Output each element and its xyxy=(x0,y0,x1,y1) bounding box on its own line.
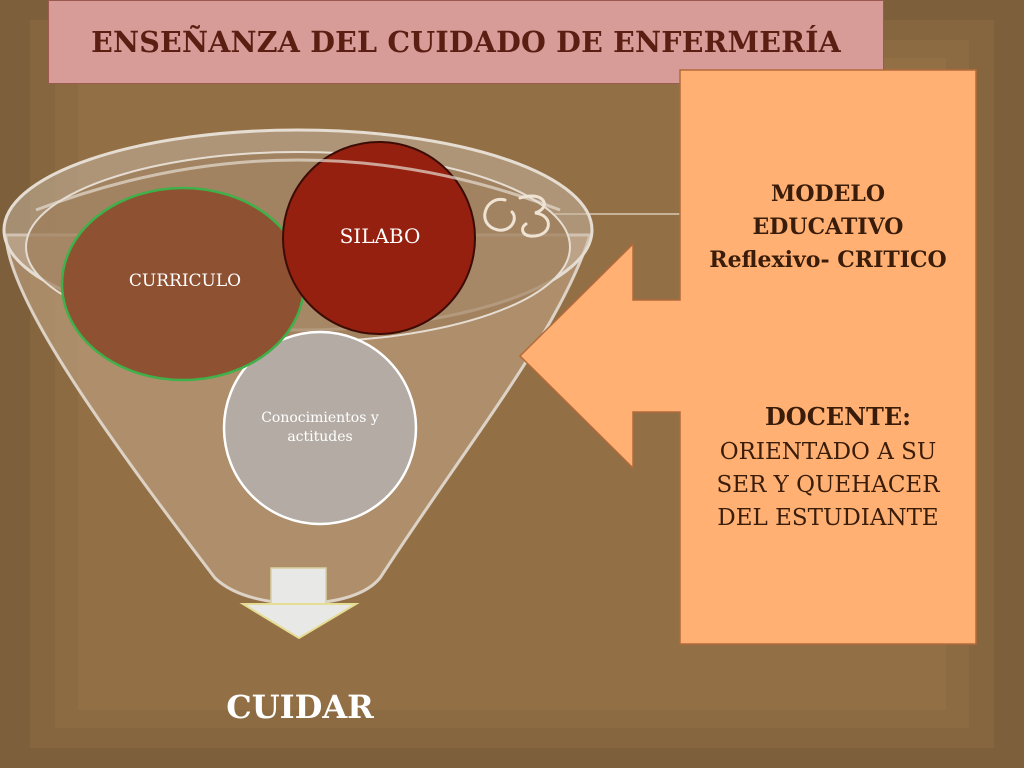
docente-line-2: SER Y QUEHACER xyxy=(716,472,940,498)
modelo-line-2: EDUCATIVO xyxy=(752,214,904,240)
modelo-line-3: Reflexivo- CRITICO xyxy=(709,247,947,273)
modelo-line-1: MODELO xyxy=(771,181,885,207)
conocimientos-circle xyxy=(222,330,418,526)
docente-line-3: DEL ESTUDIANTE xyxy=(717,505,939,531)
callout-arrow-box xyxy=(518,69,977,645)
slide-title: ENSEÑANZA DEL CUIDADO DE ENFERMERÍA xyxy=(91,25,841,59)
rim-highlight xyxy=(35,158,561,212)
silabo-circle xyxy=(282,141,476,335)
output-arrow-icon xyxy=(239,567,360,640)
docente-line-1: ORIENTADO A SU xyxy=(719,439,937,465)
silabo-label: SILABO xyxy=(339,224,421,248)
curriculo-label: CURRICULO xyxy=(128,271,242,291)
cursive-ornament-icon xyxy=(483,194,550,238)
conocimientos-label: Conocimientos y actitudes xyxy=(261,410,379,445)
docente-title: DOCENTE: xyxy=(764,402,912,431)
cuidar-label: CUIDAR xyxy=(226,688,374,726)
modelo-educativo-text: MODELO EDUCATIVO Reflexivo- CRITICO xyxy=(680,178,976,277)
docente-description: ORIENTADO A SU SER Y QUEHACER DEL ESTUDI… xyxy=(680,436,976,535)
